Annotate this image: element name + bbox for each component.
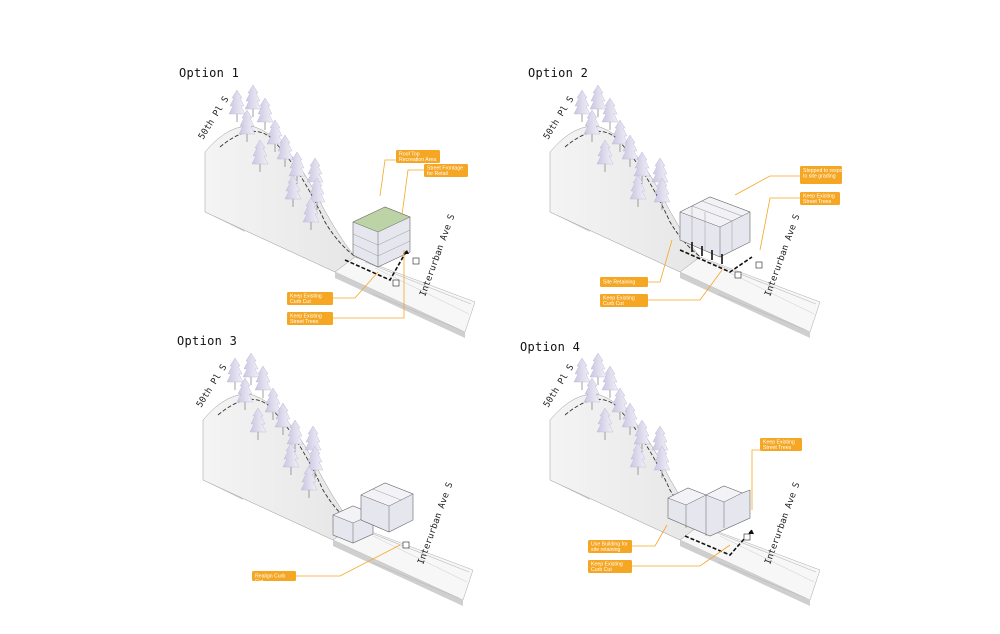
callout-street-frontage [424, 164, 468, 177]
callout-site-retaining [600, 277, 648, 287]
callout-curb-cut-2 [600, 294, 648, 307]
option-2-lower-street: Interurban Ave S [763, 213, 802, 298]
callout-roof-top [396, 150, 440, 163]
callout-site-retaining-4 [588, 540, 632, 553]
callout-street-trees-4 [760, 438, 802, 451]
option-3-diagram: 50th Pl S Interurban Ave S [195, 352, 474, 607]
callout-stepped [800, 166, 842, 184]
callout-curb-cut-1 [287, 292, 333, 305]
option-2-building [679, 196, 751, 258]
option-1-building [352, 206, 411, 268]
callout-realign-curb-cut [252, 571, 296, 581]
option-4-building [667, 485, 751, 537]
option-1-lower-street: Interurban Ave S [418, 213, 457, 298]
option-4-title: Option 4 [520, 340, 581, 354]
option-3-title: Option 3 [177, 334, 238, 348]
callout-site-retaining-text: Site Retaining [603, 280, 635, 286]
option-4-diagram: 50th Pl S Interurban Ave S [542, 352, 821, 607]
callout-street-trees-2 [800, 192, 840, 205]
option-3-lower-street: Interurban Ave S [416, 481, 455, 566]
option-4-lower-street: Interurban Ave S [763, 481, 802, 566]
callout-street-trees-1 [287, 312, 333, 325]
option-2-title: Option 2 [528, 66, 589, 80]
option-1-title: Option 1 [179, 66, 240, 80]
callout-curb-cut-4 [588, 560, 632, 573]
option-1-diagram: 50th Pl S Interurban Ave S [197, 84, 476, 339]
option-3-building-upper [360, 482, 414, 533]
